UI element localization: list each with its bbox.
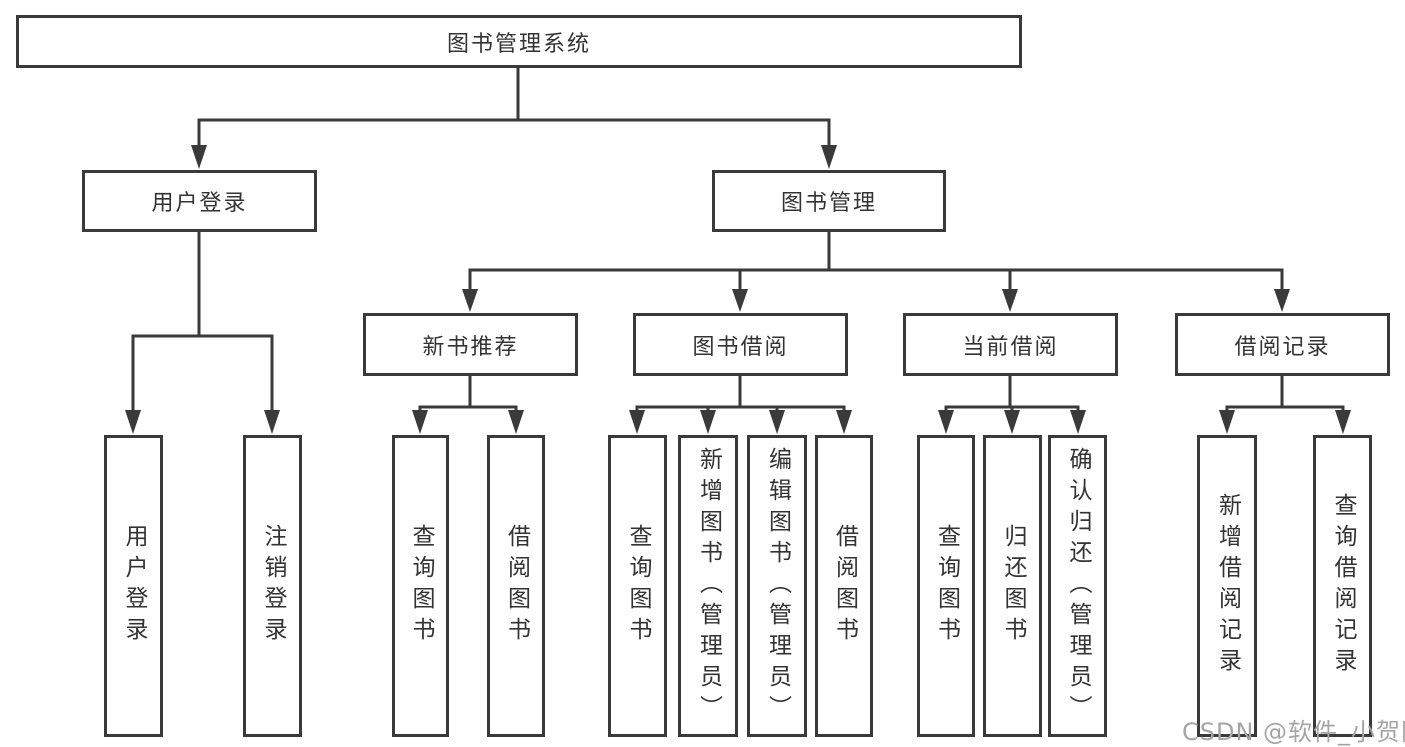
leaf-nb-query-books: 查询图书 [392, 435, 449, 737]
leaf-cb-return-books: 归还图书 [983, 435, 1042, 737]
edge-user-login-rail [131, 334, 274, 412]
node-root-label: 图书管理系统 [446, 31, 591, 57]
leaf-bb-query-books: 查询图书 [608, 435, 667, 737]
arrowhead-bb-query [629, 410, 645, 434]
leaf-login: 用户登录 [104, 435, 163, 737]
leaf-cb-query-books: 查询图书 [917, 435, 975, 737]
arrowhead-current-borrow [1002, 289, 1018, 312]
edge-new-books-rail [418, 405, 518, 414]
arrowhead-leaf-login [125, 410, 141, 434]
leaf-br-add-record-label: 新增借阅记录 [1214, 493, 1241, 679]
arrowhead-bb-add [700, 410, 716, 434]
leaf-bb-edit-books-admin-label: 编辑图书（管理员） [764, 446, 791, 726]
arrowhead-br-query [1335, 410, 1351, 434]
leaf-bb-add-books-admin: 新增图书（管理员） [678, 435, 738, 737]
leaf-br-query-record-label: 查询借阅记录 [1330, 493, 1356, 679]
leaf-cb-return-books-label: 归还图书 [1000, 524, 1026, 648]
leaf-br-add-record: 新增借阅记录 [1197, 435, 1257, 737]
node-book-borrow: 图书借阅 [633, 313, 848, 376]
arrowhead-cb-confirm [1070, 410, 1086, 434]
node-user-login-label: 用户登录 [151, 191, 248, 216]
arrowhead-book-borrow [732, 289, 748, 312]
leaf-br-query-record: 查询借阅记录 [1313, 435, 1372, 737]
node-borrow-records-label: 借阅记录 [1234, 334, 1331, 360]
leaf-cb-confirm-return-admin-label: 确认归还（管理员） [1065, 446, 1091, 726]
leaf-nb-query-books-label: 查询图书 [408, 524, 434, 648]
leaf-logout-label: 注销登录 [260, 524, 286, 648]
arrowhead-leaf-logout [264, 410, 280, 434]
edge-level2-rail [197, 118, 831, 150]
leaf-nb-borrow-books-label: 借阅图书 [503, 524, 530, 648]
arrowhead-cb-query [938, 410, 954, 434]
leaf-logout: 注销登录 [243, 435, 302, 737]
node-book-borrow-label: 图书借阅 [692, 334, 789, 360]
node-current-borrow-label: 当前借阅 [962, 334, 1059, 360]
edge-level3-rail [468, 268, 1284, 292]
node-borrow-records: 借阅记录 [1175, 313, 1390, 376]
arrowhead-cb-return [1004, 410, 1020, 434]
node-book-mgmt: 图书管理 [712, 170, 946, 232]
edge-book-borrow-rail [635, 405, 846, 414]
arrowhead-bb-edit [769, 410, 785, 434]
leaf-bb-edit-books-admin: 编辑图书（管理员） [747, 435, 807, 737]
arrowhead-br-add [1219, 410, 1235, 434]
leaf-cb-confirm-return-admin: 确认归还（管理员） [1048, 435, 1107, 737]
arrowhead-bb-borrow [836, 410, 852, 434]
leaf-bb-add-books-admin-label: 新增图书（管理员） [695, 446, 722, 726]
arrowhead-borrow-records [1274, 289, 1290, 312]
arrowhead-book-mgmt [821, 145, 837, 169]
node-book-mgmt-label: 图书管理 [780, 191, 877, 216]
arrowhead-user-login [191, 145, 207, 169]
leaf-bb-borrow-books-label: 借阅图书 [831, 524, 858, 648]
node-user-login: 用户登录 [82, 170, 317, 232]
leaf-cb-query-books-label: 查询图书 [933, 524, 960, 648]
leaf-bb-borrow-books: 借阅图书 [815, 435, 873, 737]
arrowhead-nb-borrow [508, 410, 524, 434]
edge-borrow-records-rail [1225, 405, 1345, 414]
node-current-borrow: 当前借阅 [903, 313, 1118, 376]
leaf-bb-query-books-label: 查询图书 [625, 524, 651, 648]
leaf-nb-borrow-books: 借阅图书 [487, 435, 545, 737]
node-new-books-label: 新书推荐 [422, 334, 519, 360]
node-root: 图书管理系统 [16, 15, 1022, 68]
arrowhead-new-books [462, 289, 478, 312]
node-new-books: 新书推荐 [363, 313, 578, 376]
arrowhead-nb-query [412, 410, 428, 434]
leaf-login-label: 用户登录 [121, 524, 147, 648]
watermark: CSDN @软件_小贺同学 [1182, 718, 1405, 746]
